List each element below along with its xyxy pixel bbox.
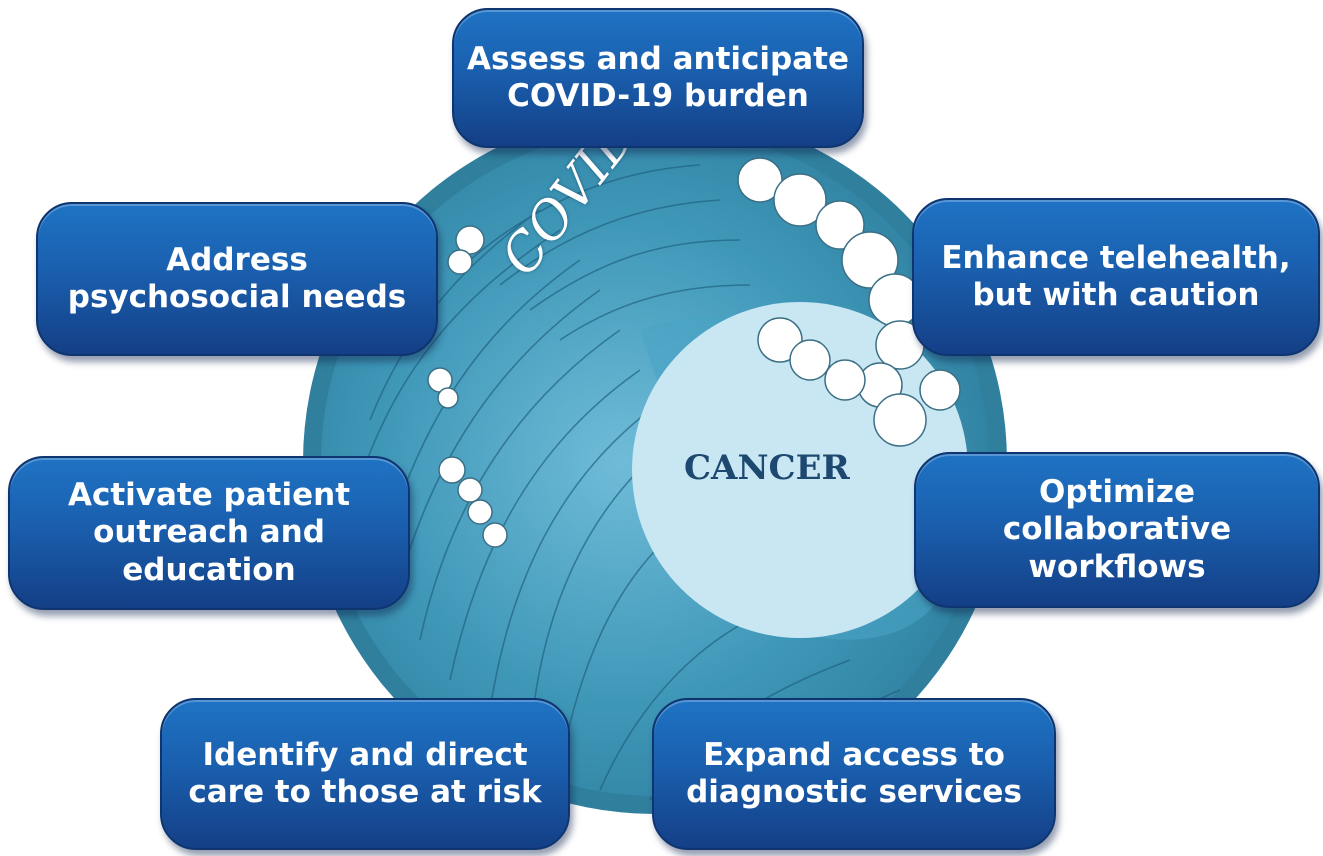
foam-clouds bbox=[737, 157, 961, 447]
strategy-box-psychosocial: Address psychosocial needs bbox=[36, 202, 438, 356]
strategy-label: Optimize collaborative workflows bbox=[1002, 474, 1232, 585]
strategy-label: Address psychosocial needs bbox=[67, 241, 407, 315]
strategy-box-risk: Identify and direct care to those at ris… bbox=[160, 698, 570, 850]
strategy-box-telehealth: Enhance telehealth, but with caution bbox=[912, 198, 1320, 356]
strategy-box-diagnostic: Expand access to diagnostic services bbox=[652, 698, 1056, 850]
strategy-box-workflows: Optimize collaborative workflows bbox=[914, 452, 1320, 608]
cancer-center-label: CANCER bbox=[684, 448, 850, 488]
strategy-label: Enhance telehealth, but with caution bbox=[941, 239, 1291, 313]
strategy-label: Identify and direct care to those at ris… bbox=[188, 736, 542, 810]
strategy-label: Activate patient outreach and education bbox=[67, 477, 351, 588]
strategy-box-assess: Assess and anticipate COVID-19 burden bbox=[452, 8, 864, 148]
strategy-label: Expand access to diagnostic services bbox=[686, 736, 1022, 810]
strategy-box-outreach: Activate patient outreach and education bbox=[8, 456, 410, 610]
strategy-label: Assess and anticipate COVID-19 burden bbox=[467, 40, 849, 114]
